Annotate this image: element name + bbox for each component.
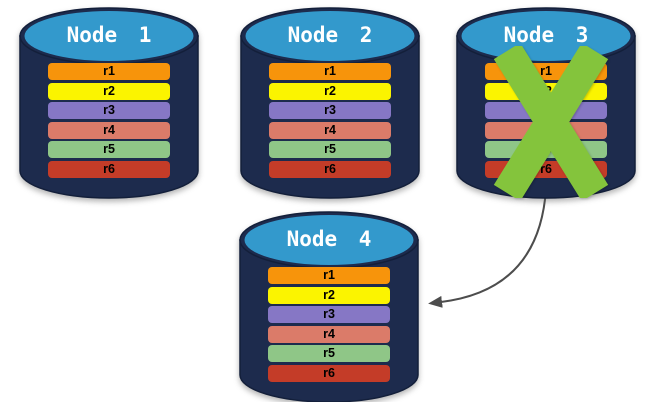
record-row-r4: r4	[48, 121, 170, 139]
node-title: Node 3	[503, 23, 589, 47]
record-row-r2: r2	[269, 82, 391, 100]
record-row-r6: r6	[269, 160, 391, 178]
record-row-r6: r6	[268, 364, 390, 382]
node-title: Node 2	[287, 23, 373, 47]
record-row-r4: r4	[268, 325, 390, 343]
record-row-r6: r6	[48, 160, 170, 178]
record-row-r4: r4	[269, 121, 391, 139]
record-row-r2: r2	[268, 286, 390, 304]
record-row-r3: r3	[48, 102, 170, 120]
replication-arrow	[428, 188, 547, 308]
record-row-r5: r5	[268, 345, 390, 363]
record-row-r1: r1	[48, 63, 170, 80]
record-row-r5: r5	[269, 141, 391, 159]
record-row-r2: r2	[48, 82, 170, 100]
failure-x-icon	[493, 46, 609, 198]
record-row-r1: r1	[269, 63, 391, 80]
record-row-r1: r1	[268, 267, 390, 284]
node-title: Node 1	[66, 23, 152, 47]
record-row-r3: r3	[268, 306, 390, 324]
record-row-r3: r3	[269, 102, 391, 120]
record-row-r5: r5	[48, 141, 170, 159]
node-title: Node 4	[286, 227, 372, 251]
